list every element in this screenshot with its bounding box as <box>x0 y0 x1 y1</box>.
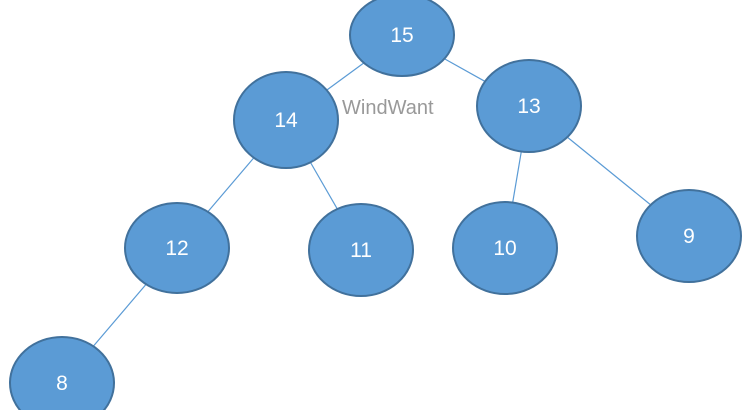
node-circle <box>308 203 414 297</box>
tree-node-9: 9 <box>636 189 742 283</box>
tree-node-15: 15 <box>349 0 455 77</box>
node-label: 14 <box>274 109 298 132</box>
tree-node-13: 13 <box>476 59 582 153</box>
node-circle <box>124 202 230 294</box>
node-circle <box>636 189 742 283</box>
edge-n14-n12 <box>207 157 255 213</box>
edge-n13-n9 <box>566 136 652 206</box>
edge-n14-n11 <box>309 162 338 210</box>
node-circle <box>452 201 558 295</box>
node-circle <box>349 0 455 77</box>
node-label: 13 <box>517 95 540 118</box>
edge-n13-n10 <box>512 151 522 203</box>
edge-n15-n14 <box>326 62 365 91</box>
node-circle <box>476 59 582 153</box>
node-label: 15 <box>390 24 413 47</box>
node-circle <box>233 71 339 169</box>
node-label: 8 <box>56 372 68 395</box>
edge-n15-n13 <box>444 58 486 82</box>
node-circle <box>9 336 115 410</box>
node-label: 12 <box>165 237 188 260</box>
tree-node-11: 11 <box>308 203 414 297</box>
tree-node-14: 14 <box>233 71 339 169</box>
node-label: 9 <box>683 225 695 248</box>
edge-n12-n8 <box>92 283 147 347</box>
watermark-text: WindWant <box>342 97 434 119</box>
edges-layer <box>92 58 652 347</box>
tree-node-10: 10 <box>452 201 558 295</box>
nodes-layer: 15 14 13 12 11 10 9 8 <box>9 0 742 410</box>
tree-node-12: 12 <box>124 202 230 294</box>
tree-node-8: 8 <box>9 336 115 410</box>
node-label: 10 <box>493 237 516 260</box>
node-label: 11 <box>350 239 372 262</box>
